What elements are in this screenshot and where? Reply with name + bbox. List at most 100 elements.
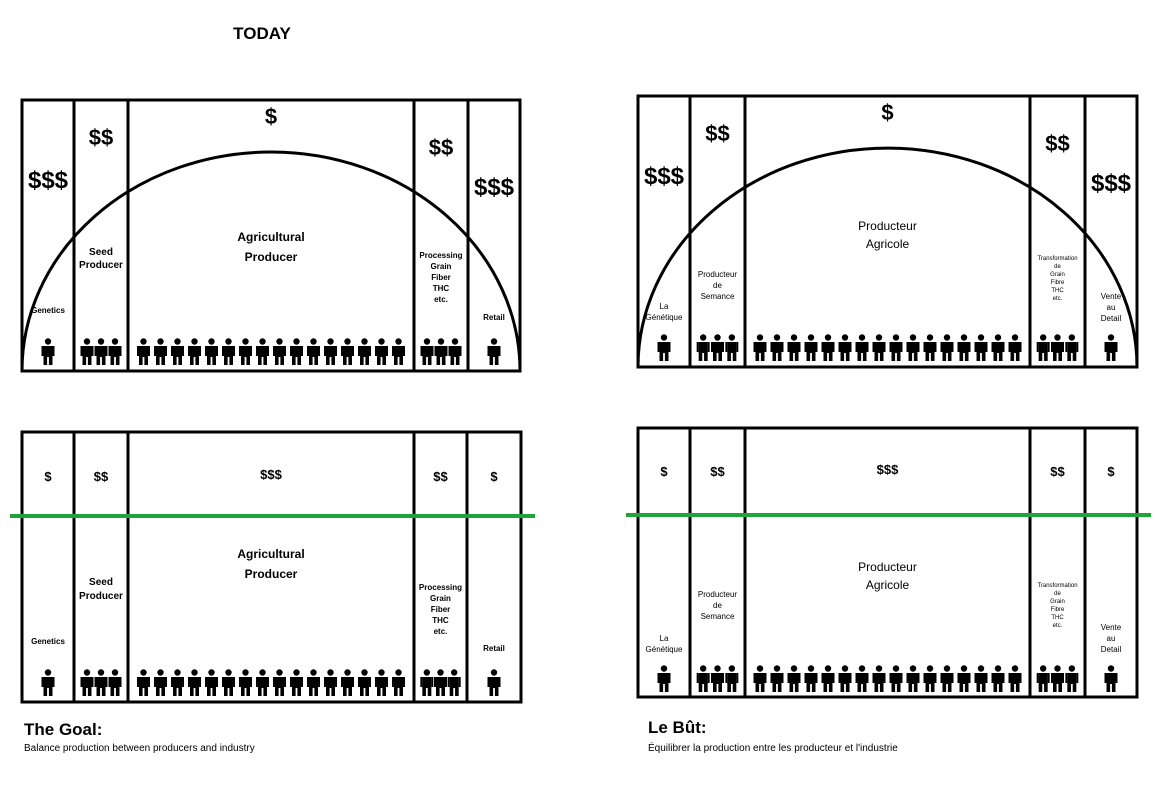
person-icon (171, 669, 184, 696)
panel-goal-en: $Genetics$$SeedProducer$$$AgriculturalPr… (10, 430, 535, 704)
person-icon (974, 334, 988, 361)
money-label: $ (881, 100, 893, 125)
person-icon (872, 334, 886, 361)
panel-goal-fr: $LaGénétique$$ProducteurdeSemance$$$Prod… (626, 426, 1151, 699)
person-icon (770, 334, 784, 361)
column: $$$Retail (474, 174, 515, 365)
person-icon (1104, 665, 1118, 692)
person-icon (872, 665, 886, 692)
column-label-line: Producteur (698, 590, 737, 599)
person-icon (375, 338, 388, 365)
person-icon (753, 334, 767, 361)
column-label-line: de (1054, 264, 1061, 270)
column-label-line: Producteur (698, 270, 737, 279)
person-icon (725, 665, 739, 692)
column: $Genetics (31, 469, 65, 696)
person-icon (696, 665, 710, 692)
person-icon (448, 338, 462, 365)
money-label: $ (490, 469, 498, 484)
column-label-line: Semance (701, 612, 735, 621)
person-icon (41, 338, 55, 365)
person-icon (940, 334, 954, 361)
money-label: $ (660, 464, 668, 479)
column-label-line: de (713, 281, 722, 290)
person-icon (1036, 665, 1050, 692)
person-icon (41, 669, 55, 696)
profit-arc (20, 150, 522, 372)
column-label-line: Agricole (866, 578, 910, 592)
column-label-line: Fiber (431, 605, 451, 614)
column-label-line: THC (432, 616, 449, 625)
person-icon (787, 334, 801, 361)
money-label: $$ (1045, 131, 1069, 156)
column-label-line: Transformation (1037, 256, 1077, 262)
column-label-line: Producteur (858, 560, 917, 574)
money-label: $$ (1050, 464, 1065, 479)
column-label-line: Producteur (858, 219, 917, 233)
person-icon (957, 665, 971, 692)
column-label-line: THC (1051, 615, 1064, 621)
person-icon (906, 665, 920, 692)
money-label: $$$ (260, 467, 282, 482)
person-icon (821, 334, 835, 361)
person-icon (1051, 665, 1064, 692)
money-label: $ (265, 104, 277, 129)
panel-today-fr: $$$LaGénétique$$ProducteurdeSemance$Prod… (636, 94, 1139, 369)
person-icon (392, 338, 405, 365)
person-icon (94, 669, 108, 696)
person-icon (108, 338, 122, 365)
column: $Retail (483, 469, 505, 696)
person-icon (341, 669, 354, 696)
person-icon (487, 338, 501, 365)
panel-frame (20, 430, 523, 704)
person-icon (137, 669, 150, 696)
column-label-line: au (1107, 634, 1116, 643)
person-icon (711, 334, 724, 361)
person-icon (307, 669, 320, 696)
person-icon (256, 669, 269, 696)
person-icon (188, 669, 201, 696)
money-label: $$ (94, 469, 109, 484)
person-icon (80, 669, 94, 696)
person-icon (940, 665, 954, 692)
person-icon (804, 334, 818, 361)
person-icon (341, 338, 354, 365)
money-label: $$ (89, 125, 113, 150)
column-label-line: Genetics (31, 637, 65, 646)
column-label-line: etc. (1053, 623, 1063, 629)
person-icon (838, 334, 852, 361)
person-icon (273, 669, 286, 696)
person-icon (804, 665, 818, 692)
column-label-line: Génétique (646, 313, 683, 322)
person-icon (358, 669, 371, 696)
person-icon (205, 669, 218, 696)
goal-subtitle-en: Balance production between producers and… (24, 743, 255, 754)
money-label: $$$ (474, 174, 515, 201)
person-icon (711, 665, 724, 692)
column-label-line: Fiber (431, 273, 451, 282)
person-icon (770, 665, 784, 692)
person-icon (434, 338, 448, 365)
person-icon (375, 669, 388, 696)
person-icon (205, 338, 218, 365)
panel-frame (20, 98, 522, 373)
person-icon (108, 669, 122, 696)
person-icon (1051, 334, 1064, 361)
person-icon (171, 338, 184, 365)
person-icon (1008, 665, 1022, 692)
person-icon (1065, 665, 1079, 692)
column-label-line: La (660, 302, 669, 311)
column-label-line: Fibre (1051, 280, 1065, 286)
person-icon (787, 665, 801, 692)
column: $$$Genetics (28, 167, 69, 365)
column-label-line: Vente (1101, 292, 1122, 301)
